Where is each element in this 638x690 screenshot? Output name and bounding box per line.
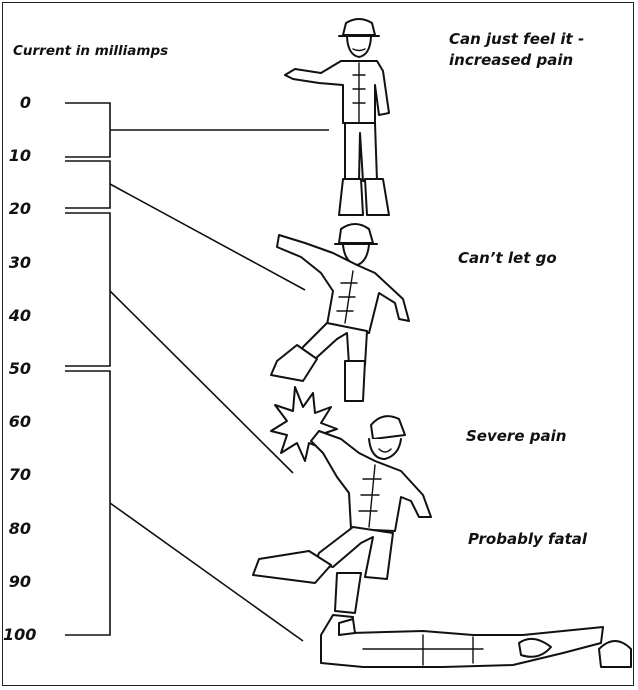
bracket-0-10 [65,103,110,157]
diagram-art [3,3,634,686]
connector-20-50 [110,291,293,473]
firefighter-recoiling-icon [253,416,431,613]
bracket-50-100 [65,371,110,635]
connector-10-20 [110,184,305,290]
bracket-20-50 [65,213,110,366]
firefighter-lying-icon [321,615,631,667]
firefighter-leaning-icon [271,224,409,401]
firefighter-standing-icon [285,19,389,215]
bracket-10-20 [65,161,110,208]
